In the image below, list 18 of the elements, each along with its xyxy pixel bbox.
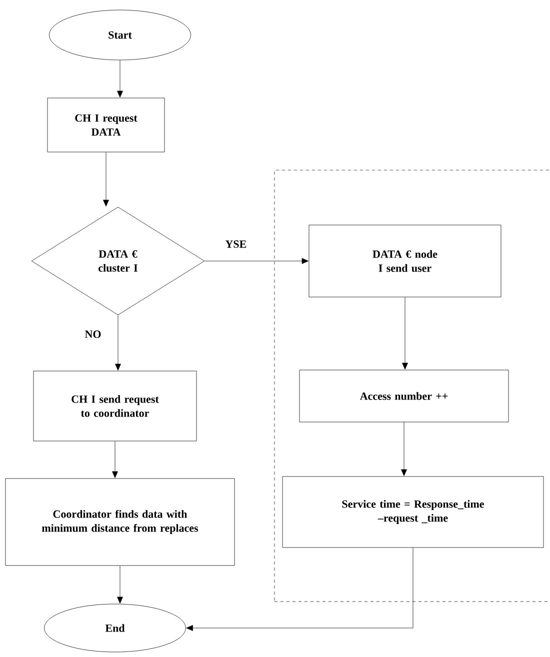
arrow [115, 315, 121, 370]
arrow [117, 566, 123, 604]
edge-label: NO [85, 330, 101, 338]
process-box: Access number ++ [299, 370, 509, 422]
arrow [117, 60, 123, 98]
process-box: DATA € node I send user [308, 224, 502, 298]
arrow [401, 422, 407, 476]
process-box: CH I request DATA [47, 98, 165, 152]
arrow [186, 548, 414, 631]
process-box: Service time = Response_time –request _time [282, 476, 544, 548]
arrow [204, 258, 308, 264]
arrow [112, 441, 118, 478]
process-box: Coordinator finds data with minimum distance from replaces [5, 478, 235, 566]
arrow [103, 152, 109, 206]
dashed-group-box [274, 170, 550, 602]
edge-label: YSE [225, 240, 246, 248]
arrow [402, 297, 408, 370]
process-box: CH I send request to coordinator [33, 370, 197, 442]
